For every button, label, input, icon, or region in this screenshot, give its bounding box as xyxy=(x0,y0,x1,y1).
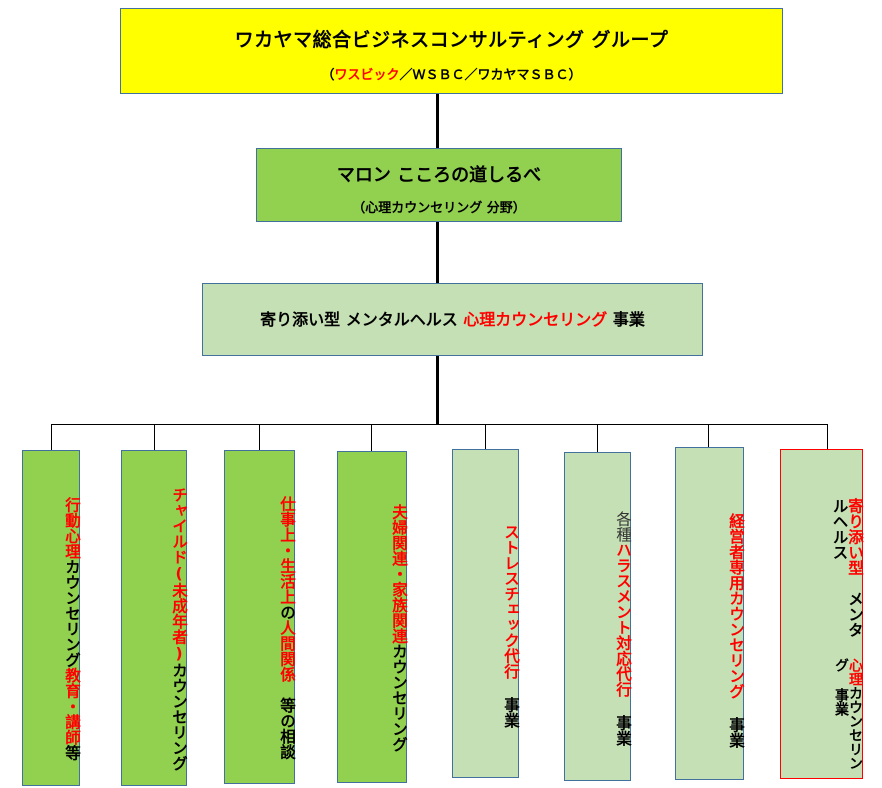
connector-drop xyxy=(51,424,52,450)
seg: カウンセリング xyxy=(390,643,408,753)
seg: 等の相談 xyxy=(278,682,296,760)
connector-drop xyxy=(259,424,260,450)
seg: カウンセリング xyxy=(170,662,188,772)
service-box-family: 夫婦関連・家族関連カウンセリング xyxy=(337,451,408,783)
business-suffix: 事業 xyxy=(607,310,645,329)
seg: チャイルド(未成年者) xyxy=(170,487,188,663)
service-box-stresscheck: ストレスチェック代行 事業 xyxy=(452,449,520,778)
seg: カウンセリング 事業 xyxy=(833,658,863,771)
service-box-behavior: 行動心理カウンセリング教育・講師等 xyxy=(22,450,81,786)
seg: 夫婦関連・家族関連 xyxy=(390,504,408,644)
connector-drop xyxy=(485,424,486,449)
business-label: 寄り添い型 メンタルヘルス xyxy=(260,310,464,329)
business-box: 寄り添い型 メンタルヘルス 心理カウンセリング 事業 xyxy=(202,283,703,356)
connector-horizontal xyxy=(51,424,828,425)
seg: 心理 xyxy=(847,658,863,687)
seg: ストレスチェック代行 xyxy=(502,524,520,679)
seg: の xyxy=(278,604,296,621)
paren: （ xyxy=(321,68,335,83)
connector-drop xyxy=(154,424,155,450)
seg: メンタルヘルス xyxy=(830,498,865,638)
group-title: ワカヤマ総合ビジネスコンサルティング グループ xyxy=(234,29,669,51)
seg: カウンセリング xyxy=(63,559,81,668)
division-subtitle: （心理カウンセリング 分野） xyxy=(352,201,526,216)
seg: 行動心理 xyxy=(63,497,81,560)
seg: 事業 xyxy=(727,698,745,748)
division-title: マロン こころの道しるべ xyxy=(336,165,542,186)
connector-drop xyxy=(371,424,372,451)
seg: 仕事上・生活上 xyxy=(278,496,296,605)
service-box-mentalhealth: 寄り添い型 メンタルヘルス 心理カウンセリング 事業 xyxy=(780,449,865,779)
service-box-relations: 仕事上・生活上の人間関係 等の相談 xyxy=(224,450,296,784)
group-subtitle: （ワスビック／ＷＳＢＣ／ワカヤマＳＢＣ） xyxy=(121,64,782,83)
seg: 各種 xyxy=(614,511,632,542)
connector-drop xyxy=(708,424,709,447)
seg: 経営者専用カウンセリング xyxy=(727,512,745,699)
seg: 事業 xyxy=(614,697,632,746)
seg: 人間関係 xyxy=(278,620,296,683)
service-box-child: チャイルド(未成年者)カウンセリング xyxy=(121,450,188,786)
seg: 等 xyxy=(63,745,81,761)
group-box: ワカヤマ総合ビジネスコンサルティング グループ （ワスビック／ＷＳＢＣ／ワカヤマ… xyxy=(120,8,783,94)
connector-drop xyxy=(827,424,828,449)
aliases: ／ＷＳＢＣ／ワカヤマＳＢＣ） xyxy=(399,68,582,83)
seg: 事業 xyxy=(502,679,520,728)
seg: ハラスメント対応代行 xyxy=(614,542,632,697)
connector-trunk xyxy=(436,93,439,425)
service-box-harassment: 各種ハラスメント対応代行 事業 xyxy=(564,452,632,781)
seg: 教育・講師 xyxy=(63,667,81,746)
division-box: マロン こころの道しるべ （心理カウンセリング 分野） xyxy=(256,148,622,222)
service-box-executive: 経営者専用カウンセリング 事業 xyxy=(675,447,745,780)
connector-drop xyxy=(597,424,598,452)
business-label-red: 心理カウンセリング xyxy=(463,310,608,329)
seg: 寄り添い型 xyxy=(846,498,864,576)
brand-name: ワスビック xyxy=(334,68,400,83)
